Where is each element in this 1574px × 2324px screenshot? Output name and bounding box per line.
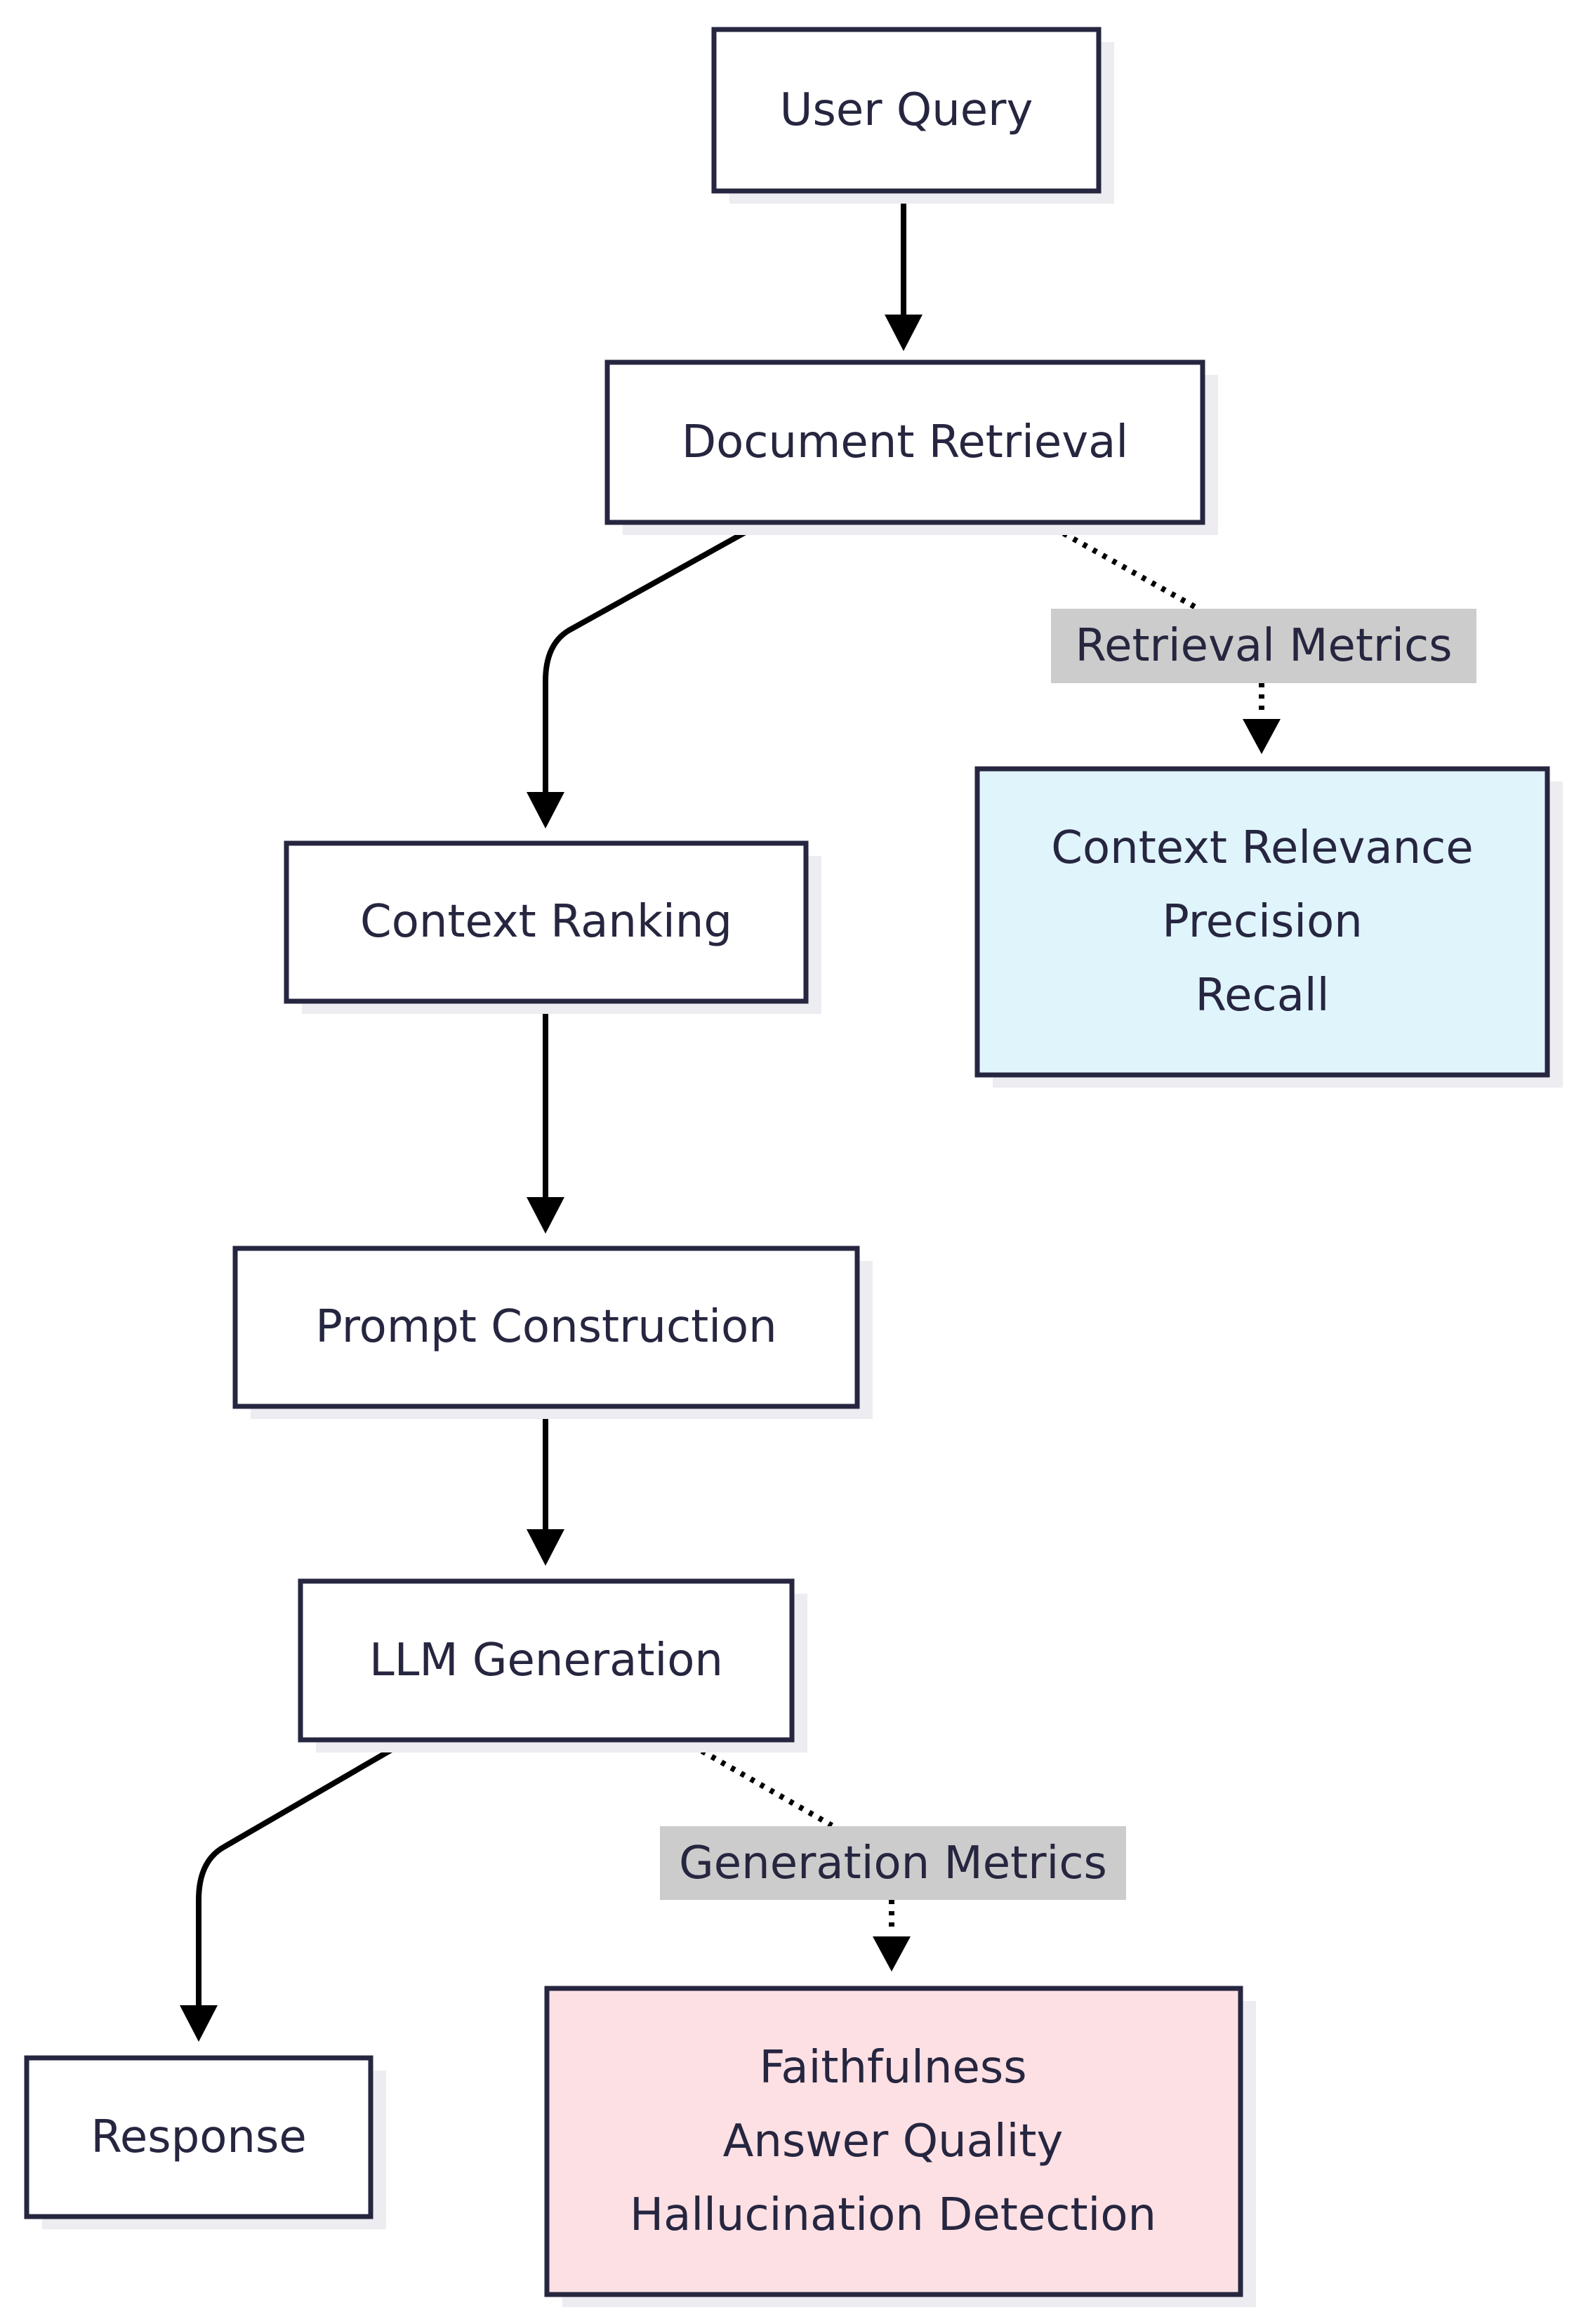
edge-retrieval-to-metrics — [1043, 520, 1281, 754]
metric-recall: Recall — [1196, 970, 1330, 1022]
generation-metrics-box-rect — [544, 1986, 1243, 2297]
metric-faithfulness: Faithfulness — [759, 2042, 1026, 2094]
edge-ranking-to-prompt — [527, 1001, 564, 1234]
node-response-label: Response — [91, 2111, 306, 2163]
edge-prompt-to-llm — [527, 1406, 564, 1566]
node-document-retrieval: Document Retrieval — [604, 359, 1218, 535]
edge-query-to-retrieval — [885, 191, 922, 351]
generation-metrics-label: Generation Metrics — [660, 1826, 1126, 1900]
edge-retrieval-to-ranking — [527, 520, 765, 828]
node-llm-generation-label: LLM Generation — [369, 1635, 723, 1686]
node-context-ranking-label: Context Ranking — [360, 896, 732, 948]
generation-metrics-label-text: Generation Metrics — [679, 1837, 1107, 1889]
metric-answer-quality: Answer Quality — [723, 2115, 1064, 2167]
metric-hallucination-detection: Hallucination Detection — [630, 2189, 1156, 2241]
node-user-query-label: User Query — [780, 84, 1033, 136]
retrieval-metrics-box-rect — [974, 766, 1550, 1078]
metric-context-relevance: Context Relevance — [1051, 822, 1473, 874]
node-retrieval-metrics-box: Context Relevance Precision Recall — [974, 766, 1563, 1088]
metric-precision: Precision — [1162, 896, 1363, 948]
node-response: Response — [24, 2055, 386, 2229]
node-prompt-construction-label: Prompt Construction — [315, 1301, 776, 1353]
edge-llm-to-metrics — [681, 1737, 911, 1972]
node-document-retrieval-label: Document Retrieval — [682, 416, 1128, 468]
retrieval-metrics-label: Retrieval Metrics — [1051, 609, 1476, 683]
node-llm-generation: LLM Generation — [298, 1578, 807, 1752]
edge-llm-to-response — [180, 1737, 411, 2042]
node-user-query: User Query — [711, 27, 1114, 204]
node-generation-metrics-box: Faithfulness Answer Quality Hallucinatio… — [544, 1986, 1256, 2307]
retrieval-metrics-label-text: Retrieval Metrics — [1075, 620, 1452, 672]
node-context-ranking: Context Ranking — [284, 840, 821, 1014]
node-prompt-construction: Prompt Construction — [232, 1246, 873, 1419]
